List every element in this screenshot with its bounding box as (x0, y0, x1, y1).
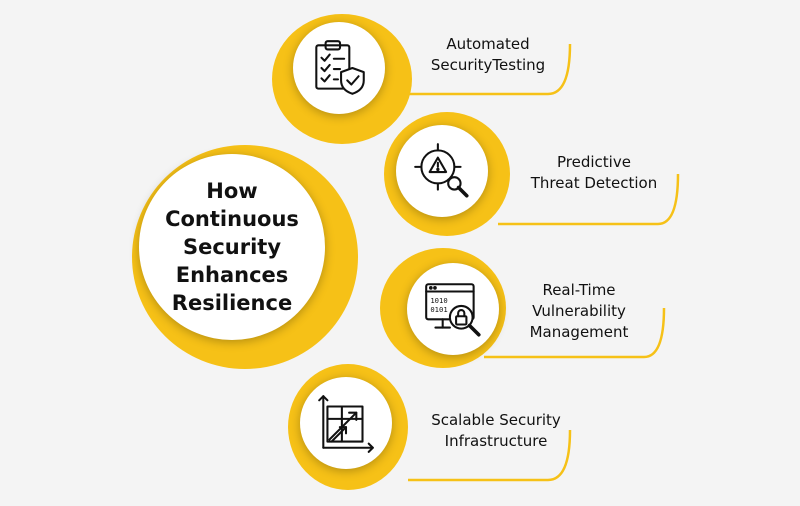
title-line: Enhances (175, 263, 289, 287)
connector-predictive (498, 173, 680, 226)
svg-text:0101: 0101 (430, 305, 447, 314)
label-line: Management (529, 323, 629, 341)
title-line: Continuous (165, 207, 299, 231)
connector-realtime (484, 307, 666, 359)
label-line: Real-Time (542, 281, 616, 299)
target-search-icon (414, 143, 469, 198)
label-line: Automated (446, 35, 530, 53)
connector-scalable (408, 429, 572, 482)
connector-automated (408, 43, 572, 96)
label-line: Vulnerability (532, 302, 626, 320)
center-disc: How Continuous Security Enhances Resilie… (139, 154, 325, 340)
item-disc-predictive (396, 125, 488, 217)
svg-text:1010: 1010 (430, 296, 447, 305)
center-title: How Continuous Security Enhances Resilie… (165, 177, 299, 317)
label-scalable: Scalable Security Infrastructure (418, 410, 574, 452)
item-disc-automated (293, 22, 385, 114)
growth-chart-icon (318, 395, 374, 453)
label-line: Predictive (557, 153, 631, 171)
title-line: Security (182, 235, 282, 259)
title-line: How (206, 179, 258, 203)
item-disc-scalable (300, 377, 392, 469)
monitor-lock-search-icon: 1010 0101 (425, 283, 481, 337)
label-automated: Automated SecurityTesting (420, 34, 556, 76)
label-line: SecurityTesting (430, 56, 546, 74)
label-line: Threat Detection (530, 174, 658, 192)
title-line: Resilience (171, 291, 293, 315)
label-line: Infrastructure (444, 432, 548, 450)
item-disc-realtime: 1010 0101 (407, 263, 499, 355)
label-line: Scalable Security (431, 411, 561, 429)
clipboard-shield-icon (315, 40, 365, 95)
label-predictive: Predictive Threat Detection (520, 152, 668, 194)
label-realtime: Real-Time Vulnerability Management (520, 280, 638, 343)
